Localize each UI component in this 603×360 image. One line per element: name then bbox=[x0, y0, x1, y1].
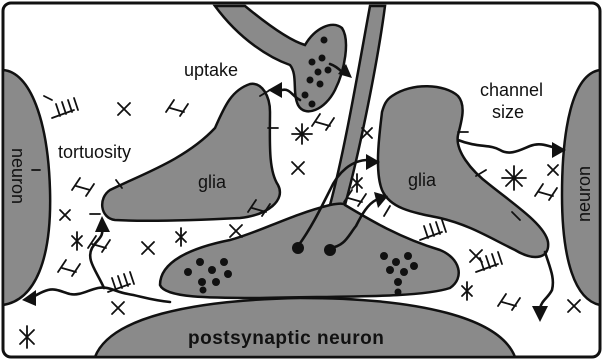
release-site-1 bbox=[292, 242, 304, 254]
receptor-dot-left bbox=[200, 287, 207, 294]
right-glia-label: glia bbox=[408, 170, 437, 190]
left-glia-label: glia bbox=[198, 172, 227, 192]
right-neuron-label: neuron bbox=[574, 166, 594, 222]
uptake-label: uptake bbox=[184, 60, 238, 80]
channel-label: channel bbox=[480, 80, 543, 100]
receptor-dot-right bbox=[395, 289, 402, 296]
left-neuron-label: neuron bbox=[8, 148, 28, 204]
size-label: size bbox=[492, 102, 524, 122]
tortuosity-label: tortuosity bbox=[58, 142, 131, 162]
postsynaptic-neuron-label: postsynaptic neuron bbox=[188, 328, 384, 349]
